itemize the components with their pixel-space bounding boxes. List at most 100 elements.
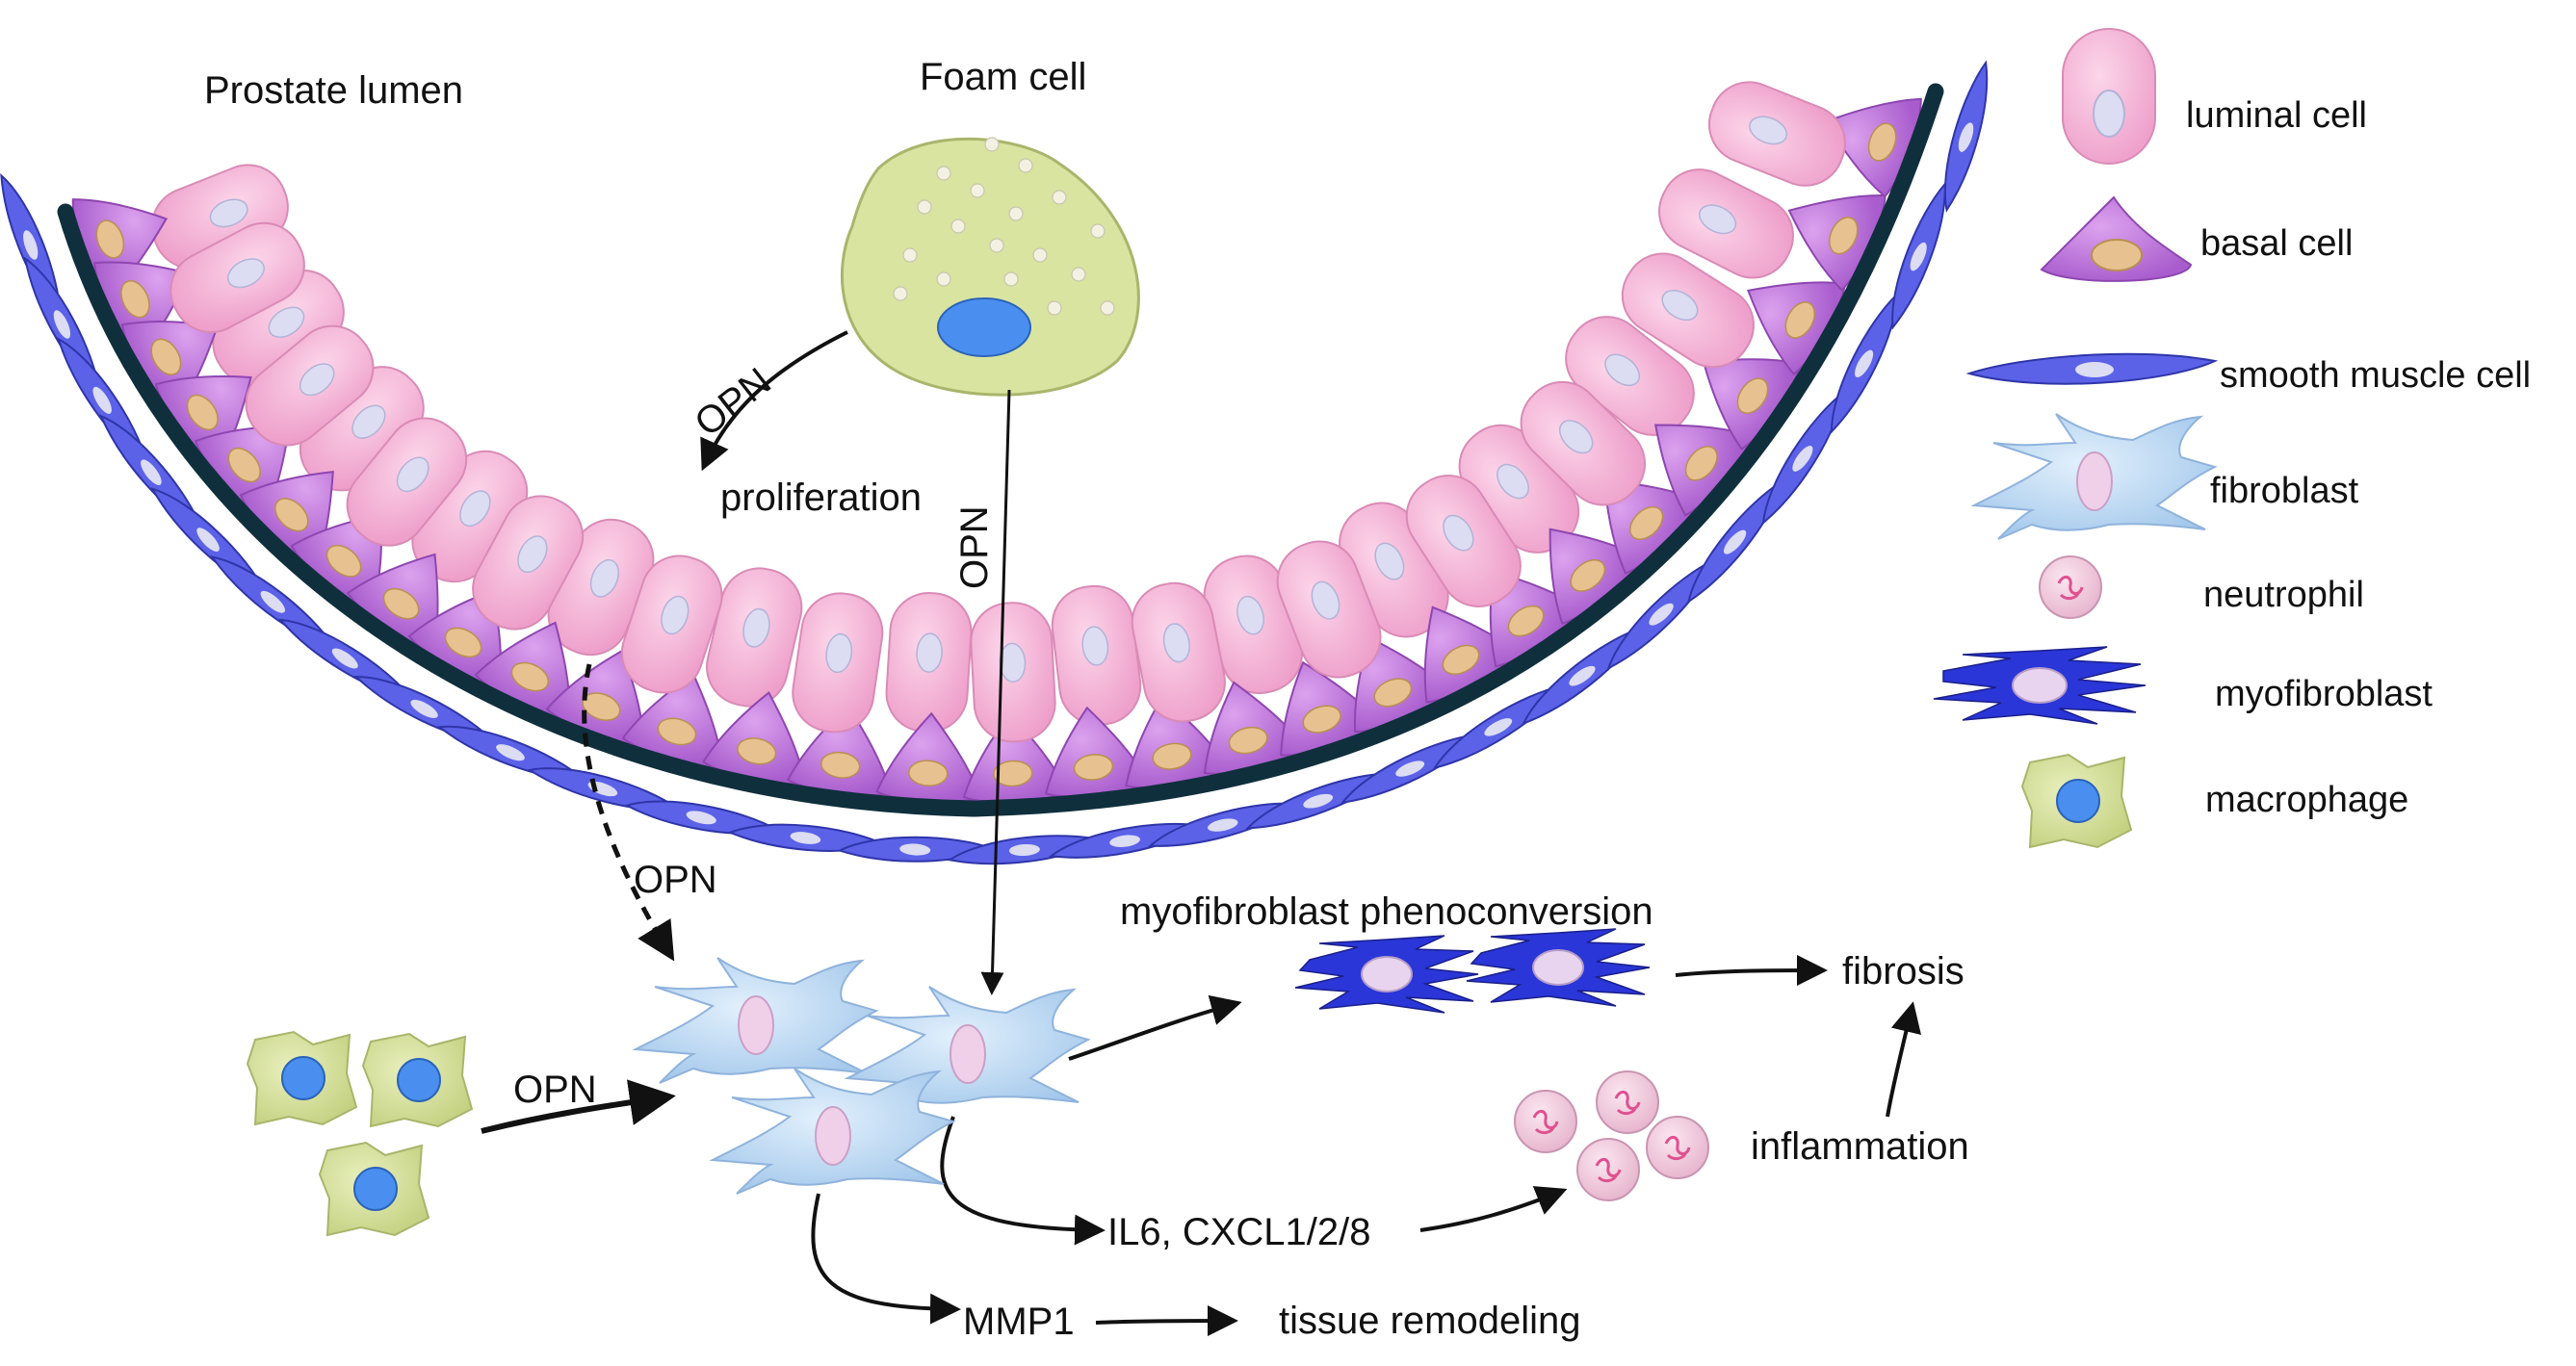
label-opn-foam: OPN [687, 360, 778, 445]
arrow-foam-to-proliferation [700, 330, 848, 472]
luminal-cell [620, 554, 723, 694]
lipid-droplet [1052, 190, 1067, 205]
legend-label-myofibroblast: myofibroblast [2215, 674, 2433, 714]
basal-cell [1702, 358, 1803, 451]
luminal-cell [885, 592, 973, 734]
luminal-cell [1131, 581, 1226, 723]
arrow-mmp1-to-remodeling [1095, 1305, 1238, 1337]
lipid-droplet [902, 247, 918, 263]
legend-icon-myofibroblast [1933, 646, 2147, 725]
arrow-foam-to-fibroblast [980, 389, 1011, 995]
label-opn-dashed: OPN [634, 859, 717, 901]
legend-label-neutrophil: neutrophil [2203, 575, 2364, 615]
basal-cell [875, 711, 982, 804]
luminal-cell [1621, 252, 1755, 369]
legend-icon-neutrophil [2039, 555, 2102, 619]
lipid-droplet [1018, 158, 1033, 173]
legend-icon-smooth [1965, 352, 2219, 385]
label-inflammation: inflammation [1751, 1125, 1969, 1168]
luminal-cell [1658, 168, 1794, 279]
label-tissue-remodeling: tissue remodeling [1279, 1300, 1581, 1342]
basal-cell [786, 704, 893, 797]
luminal-cell [1405, 475, 1522, 607]
foam-cell-nucleus [937, 297, 1031, 357]
lipid-droplet [970, 183, 985, 198]
basal-cell [120, 320, 220, 416]
arrow-dashed-opn [582, 663, 675, 962]
lipid-droplet [917, 199, 932, 215]
smooth-muscle-cell [1943, 60, 1989, 213]
neutrophil [1514, 1090, 1577, 1153]
luminal-cell [1707, 81, 1846, 187]
legend-icon-macrophage [2020, 753, 2133, 849]
label-foam-cell: Foam cell [920, 56, 1086, 98]
lipid-droplet [1003, 271, 1019, 287]
lipid-droplet [936, 271, 951, 287]
luminal-cell-layer-front [169, 81, 1846, 743]
legend-label-macrophage: macrophage [2205, 780, 2408, 820]
lipid-droplet [1071, 267, 1086, 282]
lipid-droplet [936, 166, 951, 181]
lipid-droplet [1008, 206, 1024, 221]
smooth-muscle-layer [0, 60, 1989, 865]
label-proliferation: proliferation [720, 477, 922, 519]
neutrophil [1596, 1070, 1659, 1134]
basal-cell [1747, 281, 1847, 375]
lipid-droplet [1047, 300, 1062, 316]
legend-label-luminal: luminal cell [2186, 95, 2367, 136]
arrow-to-phenoconversion [1068, 994, 1242, 1061]
luminal-cell [346, 417, 468, 547]
diagram-labels: Prostate lumen Foam cell OPN proliferati… [204, 56, 1969, 1343]
lipid-droplet [1090, 223, 1106, 239]
luminal-cell [1203, 554, 1303, 695]
luminal-cell [169, 221, 305, 334]
lipid-droplet [950, 219, 966, 234]
legend-labels: luminal cell basal cell smooth muscle ce… [2186, 95, 2531, 820]
fibroblast-group [632, 957, 1091, 1195]
label-opn-vertical: OPN [953, 505, 996, 589]
basal-cell [1353, 635, 1452, 734]
macrophage [246, 1030, 358, 1126]
legend-label-basal: basal cell [2200, 223, 2353, 264]
smooth-muscle-cell [727, 823, 886, 852]
legend-label-fibroblast: fibroblast [2210, 471, 2359, 511]
foam-cell [841, 137, 1140, 397]
foam-cell-lipid-droplets [893, 137, 1115, 316]
luminal-cell [1276, 540, 1382, 679]
basal-cell [962, 712, 1070, 804]
luminal-cell [970, 602, 1056, 743]
basal-cell [1423, 606, 1521, 704]
fibroblast [632, 957, 879, 1084]
macrophage [361, 1032, 474, 1128]
lipid-droplet [984, 137, 1000, 152]
prostate-gland-wall [0, 60, 1989, 865]
neutrophil [1576, 1138, 1640, 1201]
arrow-to-fibrosis [1675, 955, 1828, 987]
myofibroblast [1466, 928, 1651, 1007]
luminal-cell [792, 592, 884, 734]
fibroblast [709, 1068, 956, 1195]
label-cytokines: IL6, CXCL1/2/8 [1107, 1211, 1371, 1253]
label-myofibroblast-phenoconversion: myofibroblast phenoconversion [1120, 890, 1653, 933]
neutrophil [1646, 1116, 1709, 1179]
basement-membrane [57, 83, 1944, 817]
label-mmp1: MMP1 [963, 1301, 1075, 1343]
arrow-cytokines-to-neutrophils [1419, 1186, 1568, 1232]
luminal-cell [245, 324, 375, 447]
basal-cell-layer [71, 97, 1922, 804]
lipid-droplet [893, 286, 908, 301]
lipid-droplet [989, 238, 1004, 253]
label-fibrosis: fibrosis [1842, 950, 1965, 992]
legend-icon-luminal [2062, 28, 2156, 165]
luminal-cell [1520, 380, 1647, 506]
arrow-macrophage-to-fibroblast [481, 1079, 676, 1134]
legend-icon-fibroblast [1970, 413, 2218, 540]
label-prostate-lumen: Prostate lumen [204, 69, 463, 112]
basal-cell [1602, 479, 1702, 575]
arrow-inflammation-to-fibrosis [1886, 1001, 1922, 1118]
arrow-fibroblast-to-cytokines [940, 1116, 1106, 1246]
luminal-cell [705, 567, 803, 708]
legend-icon-basal [2040, 195, 2193, 282]
